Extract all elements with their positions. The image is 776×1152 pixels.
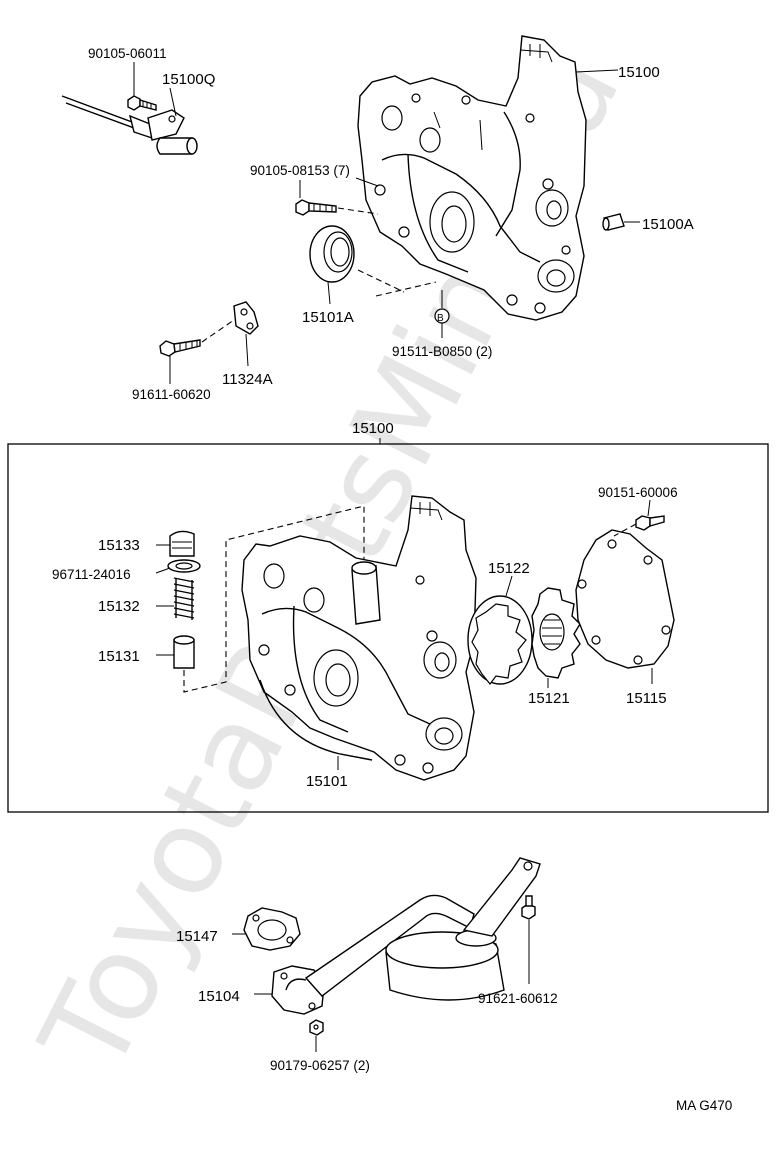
group-box (7, 443, 769, 813)
strainer-nut (309, 1019, 324, 1036)
oil-strainer (271, 857, 541, 1015)
oil-seal (309, 225, 355, 283)
label-15100-top: 15100 (618, 64, 660, 81)
timing-chain-cover-top (357, 35, 587, 321)
oil-pump-drive-rotor (531, 587, 581, 679)
label-15122: 15122 (488, 560, 530, 577)
relief-spring (173, 577, 195, 620)
label-15115: 15115 (626, 690, 667, 707)
illustration-code: MA G470 (676, 1098, 732, 1113)
label-15100-group: 15100 (352, 420, 394, 437)
label-90179-06257: 90179-06257 (2) (270, 1058, 370, 1073)
relief-valve (173, 635, 195, 669)
label-91511-b0850: 91511-B0850 (2) (392, 344, 492, 359)
label-91621-60612: 91621-60612 (478, 991, 558, 1006)
label-90151-60006: 90151-60006 (598, 485, 678, 500)
bracket-bolt (159, 339, 201, 357)
label-15101: 15101 (306, 773, 348, 790)
relief-plug (169, 530, 195, 557)
label-15132: 15132 (98, 598, 140, 615)
oil-pump-outer-rotor (467, 595, 533, 685)
oil-pump-cover (575, 529, 675, 669)
dowel-pin (602, 213, 625, 231)
strainer-bolt (521, 895, 536, 920)
plug-gasket (167, 559, 201, 573)
label-15100a: 15100A (642, 216, 694, 233)
pump-cover-bolt (635, 515, 665, 531)
label-15131: 15131 (98, 648, 140, 665)
label-15133: 15133 (98, 537, 140, 554)
label-15100q: 15100Q (162, 71, 215, 88)
label-96711-24016: 96711-24016 (52, 567, 131, 582)
label-15121: 15121 (528, 690, 570, 707)
label-15147: 15147 (176, 928, 218, 945)
label-15104: 15104 (198, 988, 240, 1005)
label-11324a: 11324A (222, 371, 273, 388)
strainer-gasket (243, 907, 301, 951)
sensor-bolt (127, 95, 157, 111)
timing-chain-cover-middle (241, 495, 477, 781)
bracket (233, 301, 259, 335)
crank-position-sensor (61, 95, 198, 155)
cover-bolt (295, 199, 337, 216)
label-90105-06011: 90105-06011 (88, 46, 167, 61)
label-90105-08153: 90105-08153 (7) (250, 163, 350, 178)
label-91611-60620: 91611-60620 (132, 387, 211, 402)
marker-b: B (437, 313, 444, 324)
label-15101a: 15101A (302, 309, 354, 326)
